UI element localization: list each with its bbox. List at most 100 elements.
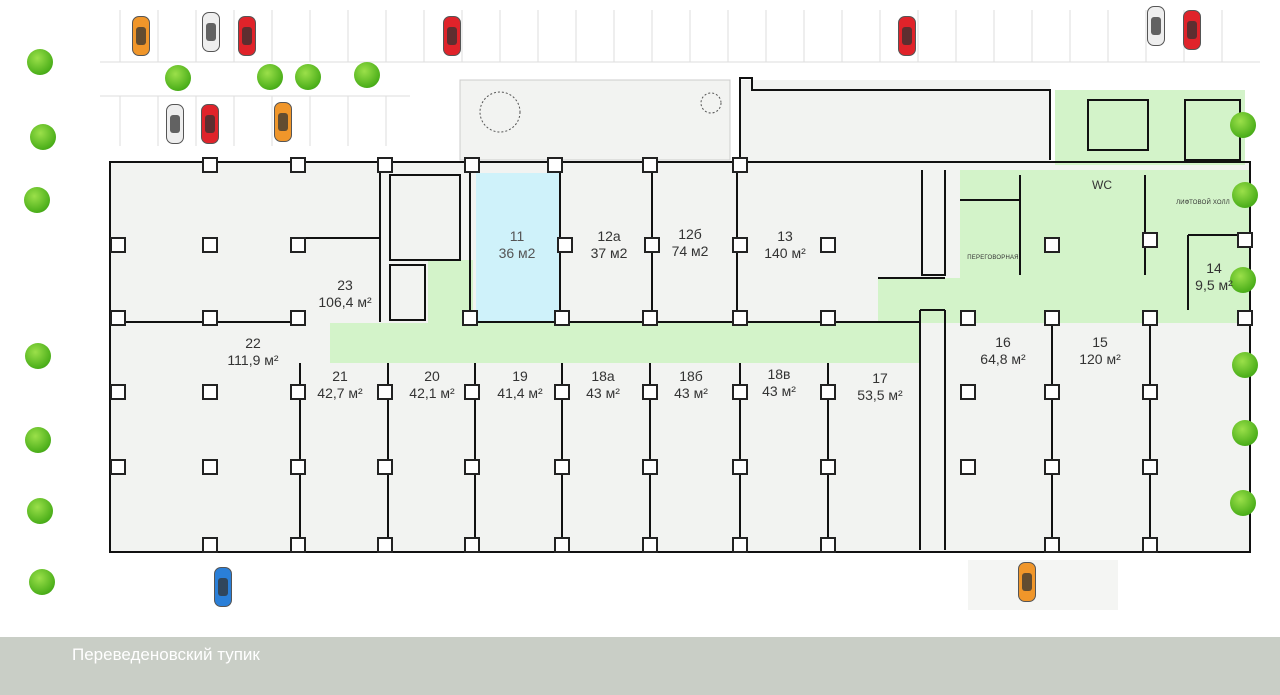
column bbox=[732, 237, 748, 253]
stair-hall bbox=[1055, 90, 1245, 165]
room-number: 12б bbox=[678, 226, 702, 242]
tree-icon bbox=[257, 64, 283, 90]
tree-icon bbox=[1230, 490, 1256, 516]
column bbox=[110, 310, 126, 326]
room-area: 41,4 м² bbox=[497, 385, 543, 401]
street: Переведеновский тупик bbox=[0, 637, 1280, 695]
room-number: 16 bbox=[995, 334, 1011, 350]
column bbox=[547, 157, 563, 173]
tree-icon bbox=[24, 187, 50, 213]
column bbox=[554, 310, 570, 326]
parking-lines bbox=[100, 10, 1260, 146]
column bbox=[642, 384, 658, 400]
column bbox=[377, 384, 393, 400]
tree-icon bbox=[1232, 420, 1258, 446]
room-area: 43 м² bbox=[586, 385, 620, 401]
parked-car bbox=[898, 16, 916, 56]
column bbox=[732, 310, 748, 326]
courtyard-tree bbox=[479, 91, 521, 133]
column bbox=[110, 237, 126, 253]
column bbox=[732, 459, 748, 475]
tree-icon bbox=[165, 65, 191, 91]
tree-icon bbox=[354, 62, 380, 88]
column bbox=[642, 310, 658, 326]
column bbox=[290, 157, 306, 173]
column bbox=[732, 384, 748, 400]
column bbox=[642, 537, 658, 553]
column bbox=[202, 157, 218, 173]
tree-icon bbox=[29, 569, 55, 595]
parked-car bbox=[1147, 6, 1165, 46]
column bbox=[290, 384, 306, 400]
room-area: 140 м² bbox=[764, 245, 806, 261]
parked-car bbox=[201, 104, 219, 144]
column bbox=[960, 310, 976, 326]
column bbox=[554, 384, 570, 400]
tree-icon bbox=[1232, 352, 1258, 378]
tree-icon bbox=[30, 124, 56, 150]
room-number: 14 bbox=[1206, 260, 1222, 276]
parked-car bbox=[132, 16, 150, 56]
column bbox=[554, 459, 570, 475]
column bbox=[464, 537, 480, 553]
column bbox=[110, 459, 126, 475]
tree-icon bbox=[1230, 112, 1256, 138]
room-area: 43 м² bbox=[674, 385, 708, 401]
room-number: 15 bbox=[1092, 334, 1108, 350]
parked-car bbox=[238, 16, 256, 56]
column bbox=[1142, 310, 1158, 326]
room-number: 18а bbox=[591, 368, 615, 384]
column bbox=[644, 237, 660, 253]
tree-icon bbox=[1232, 182, 1258, 208]
column bbox=[202, 459, 218, 475]
elevator-hall-label: ЛИФТОВОЙ ХОЛЛ bbox=[1176, 200, 1230, 206]
column bbox=[960, 459, 976, 475]
tree-icon bbox=[1230, 267, 1256, 293]
column bbox=[960, 384, 976, 400]
column bbox=[1044, 459, 1060, 475]
courtyard bbox=[459, 79, 731, 161]
room-number: 21 bbox=[332, 368, 348, 384]
room-11-highlight bbox=[476, 173, 560, 322]
room-number: 18в bbox=[767, 366, 791, 382]
column bbox=[820, 384, 836, 400]
top-wing bbox=[740, 80, 1050, 162]
column bbox=[1044, 310, 1060, 326]
room-number: 11 bbox=[509, 228, 525, 244]
column bbox=[1044, 384, 1060, 400]
column bbox=[1044, 237, 1060, 253]
room-number: 22 bbox=[245, 335, 261, 351]
column bbox=[732, 157, 748, 173]
room-area: 43 м² bbox=[762, 383, 796, 399]
column bbox=[290, 310, 306, 326]
column bbox=[377, 157, 393, 173]
room-area: 120 м² bbox=[1079, 351, 1121, 367]
room-area: 111,9 м² bbox=[227, 352, 279, 368]
room-area: 64,8 м² bbox=[980, 351, 1026, 367]
room-number: 13 bbox=[777, 228, 793, 244]
parked-car bbox=[202, 12, 220, 52]
column bbox=[554, 537, 570, 553]
room-area: 37 м2 bbox=[590, 245, 628, 261]
column bbox=[820, 237, 836, 253]
meeting-room-label: ПЕРЕГОВОРНАЯ bbox=[967, 255, 1019, 261]
parked-car bbox=[274, 102, 292, 142]
street-name: Переведеновский тупик bbox=[72, 645, 260, 664]
parked-car bbox=[214, 567, 232, 607]
